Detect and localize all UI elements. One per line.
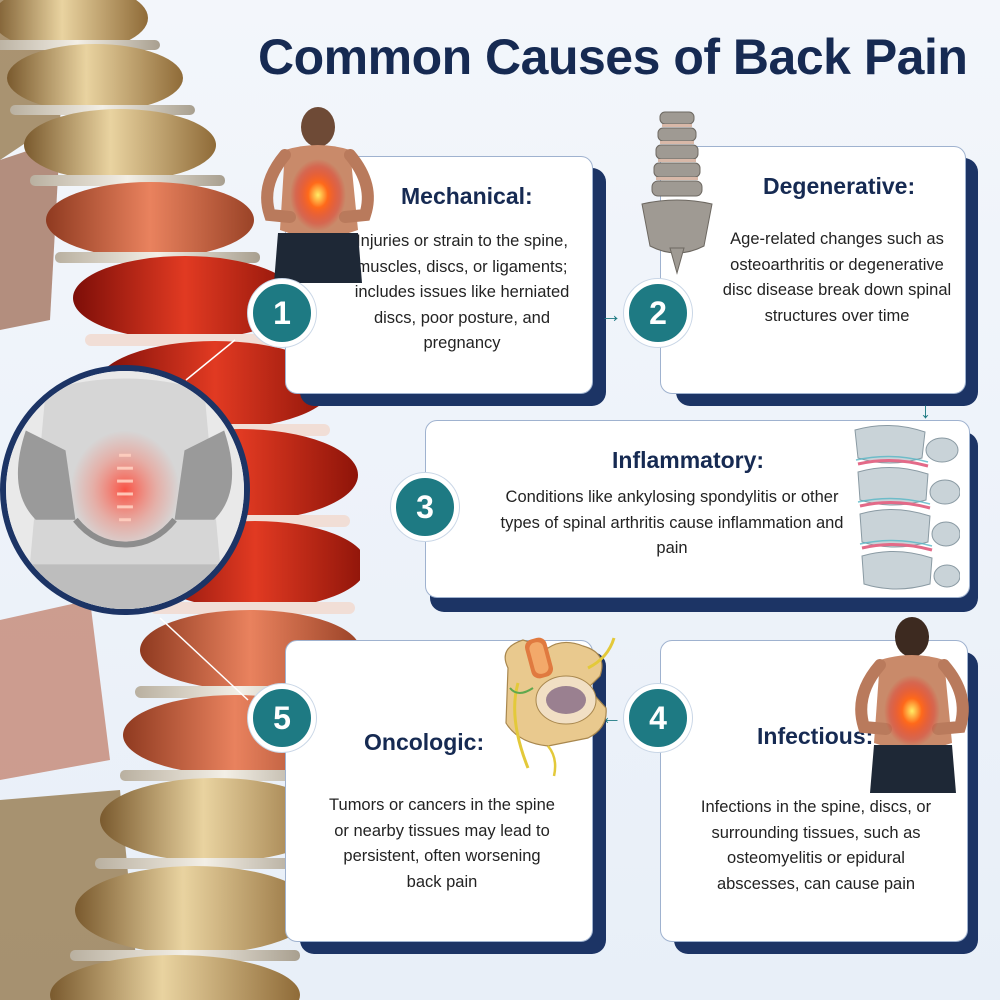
number-badge-4: 4 [624,684,692,752]
number-badge-5: 5 [248,684,316,752]
number-badge-3: 3 [391,473,459,541]
back-pain-man-icon [261,107,374,283]
card-title: Degenerative: [763,173,916,199]
number-badge-2: 2 [624,279,692,347]
card-title: Mechanical: [401,183,533,209]
card-title: Inflammatory: [612,447,765,473]
card-description: Infections in the spine, discs, or surro… [700,798,932,893]
number-badge-1: 1 [248,279,316,347]
card-description: Age-related changes such as osteoarthrit… [722,230,952,325]
back-pain-man-icon [855,617,969,793]
card-title: Oncologic: [364,729,485,755]
card-description: Conditions like ankylosing spondylitis o… [500,488,844,557]
vertebrae-closeup-icon [854,424,960,590]
cause-card-oncologic: Oncologic: Tumors or cancers in the spin… [285,640,593,942]
cause-card-degenerative: Degenerative: Age-related changes such a… [660,146,966,394]
spine-column-icon [641,111,713,275]
vertebra-crosssection-icon [504,637,616,777]
card-description: Tumors or cancers in the spine or nearby… [329,796,555,891]
arrow-1-to-2: → [600,302,622,327]
card-description: Injuries or strain to the spine, muscles… [354,232,570,352]
back-pain-person-icon [6,371,244,609]
card-title: Infectious: [757,723,874,749]
cause-card-mechanical: Mechanical: Injuries or strain to the sp… [285,156,593,394]
page-title: Common Causes of Back Pain [258,29,968,85]
inset-back-pain-photo [0,365,250,615]
arrow-2-to-3: ↓ [920,398,931,423]
